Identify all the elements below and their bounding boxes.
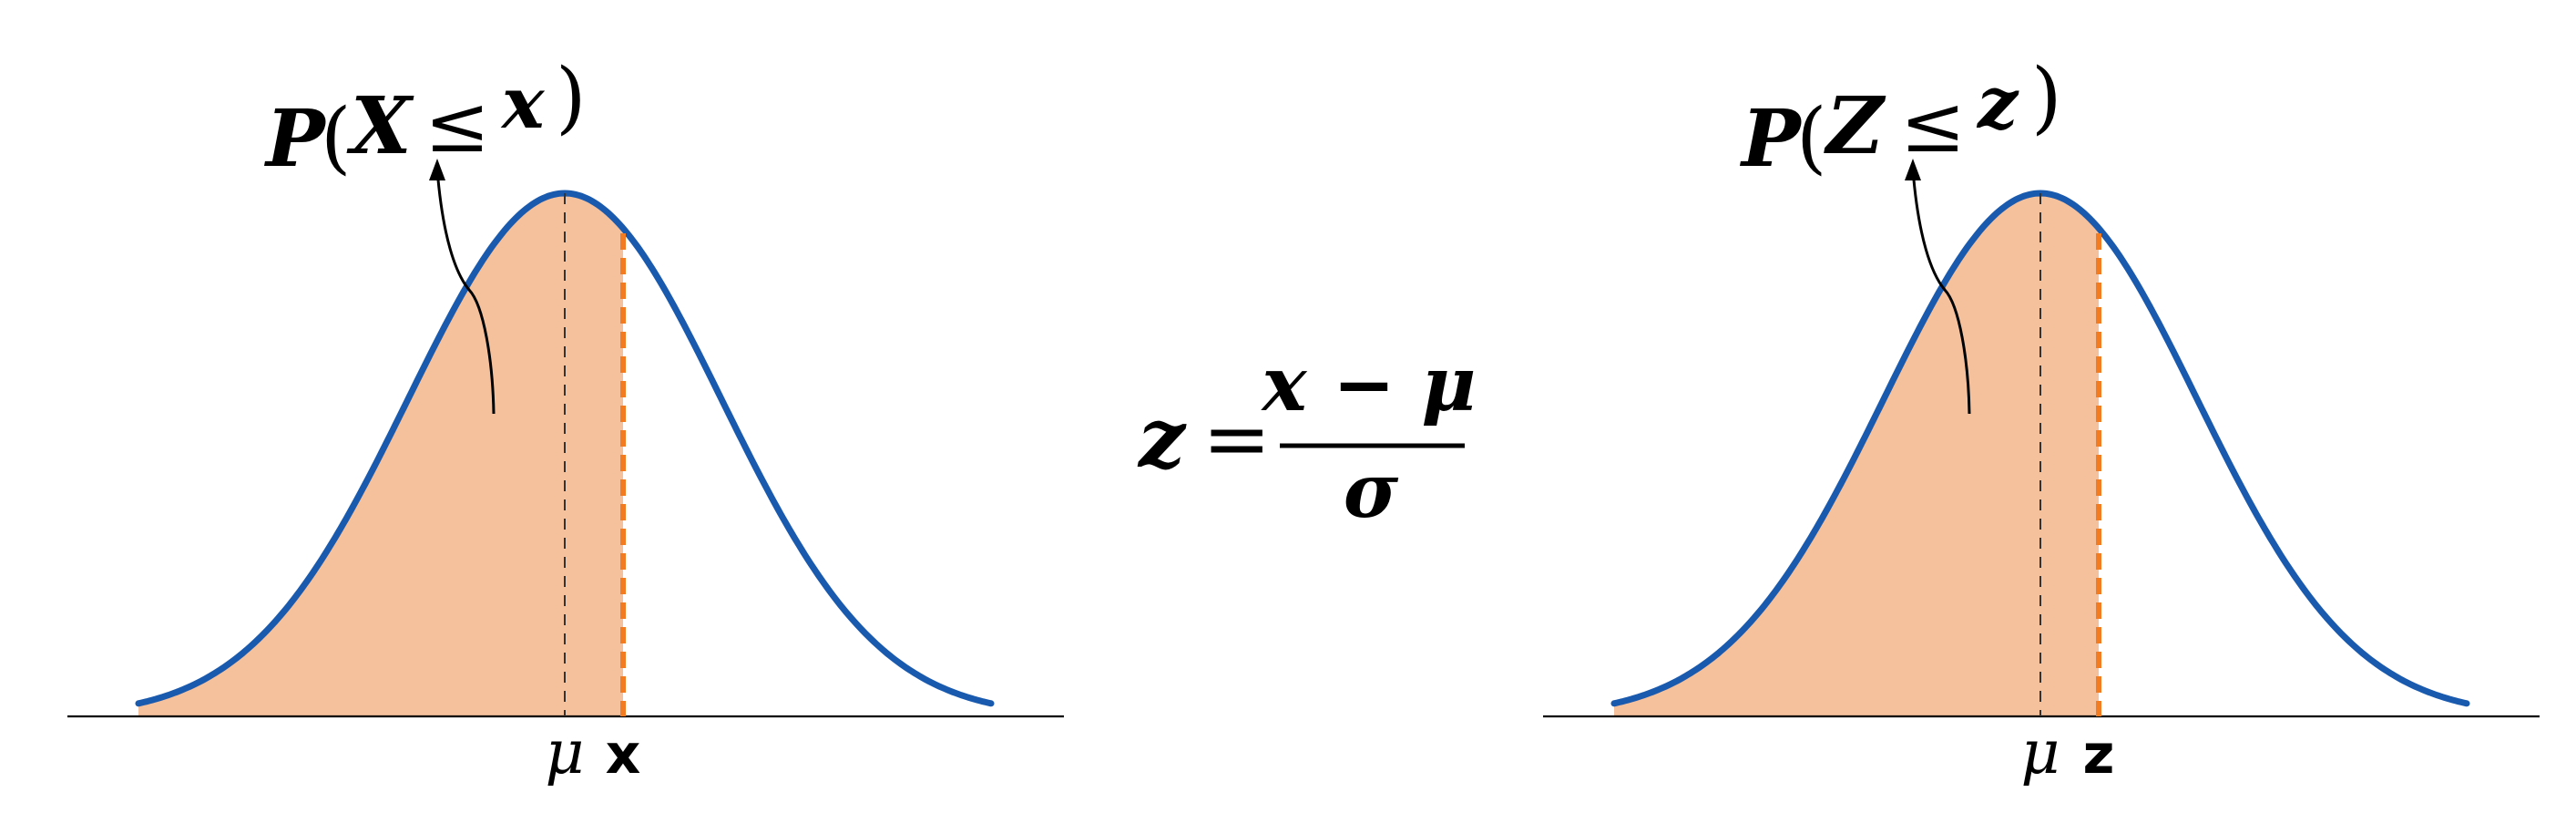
right-prob-leq: ≤ bbox=[1900, 79, 1966, 170]
right-prob-variable: Z bbox=[1824, 80, 1886, 172]
left-prob-variable: X bbox=[346, 80, 414, 172]
left-arrow-head bbox=[429, 159, 445, 180]
right-normal-panel: P ( Z ≤ z ) μ z bbox=[1543, 52, 2540, 787]
right-leader-line bbox=[1911, 169, 1971, 415]
left-prob-leq: ≤ bbox=[424, 79, 490, 170]
left-leader-line bbox=[435, 169, 496, 415]
right-cutoff-label: z bbox=[2083, 723, 2115, 787]
left-prob-open-paren: ( bbox=[321, 92, 352, 183]
formula-equals: = bbox=[1202, 391, 1271, 487]
left-prob-value: x bbox=[500, 62, 546, 145]
right-arrow-head bbox=[1905, 159, 1921, 180]
right-mu-label: μ bbox=[2021, 717, 2060, 787]
left-normal-panel: P ( X ≤ x ) μ x bbox=[67, 52, 1064, 787]
right-prob-open-paren: ( bbox=[1796, 92, 1827, 183]
z-score-formula: z = x − μ σ bbox=[1137, 341, 1476, 535]
right-prob-value: z bbox=[1976, 62, 2019, 145]
right-prob-p: P bbox=[1739, 93, 1803, 185]
left-prob-p: P bbox=[263, 93, 327, 185]
formula-lhs: z bbox=[1137, 390, 1187, 487]
left-cutoff-label: x bbox=[606, 723, 641, 787]
formula-numerator: x − μ bbox=[1261, 341, 1477, 428]
formula-denominator: σ bbox=[1344, 448, 1399, 535]
left-mu-label: μ bbox=[546, 717, 585, 787]
left-prob-close-paren: ) bbox=[556, 52, 587, 143]
right-prob-close-paren: ) bbox=[2031, 52, 2062, 143]
